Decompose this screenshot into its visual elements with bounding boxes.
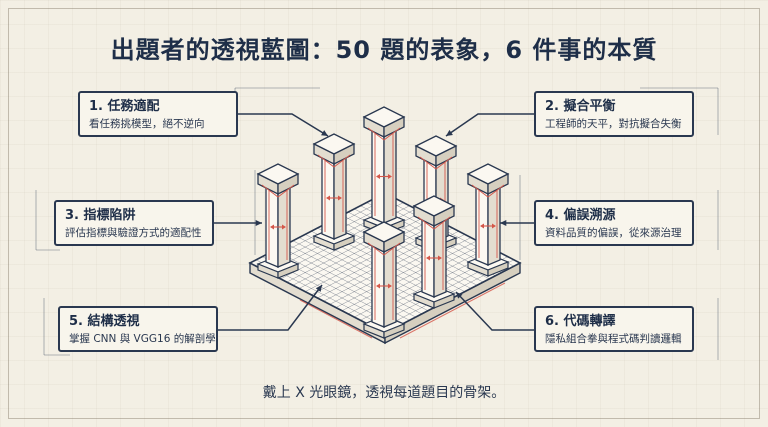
pillar-shaft-right [277,183,291,268]
pillar-cap-accent [317,154,335,168]
dimension-line [299,299,373,339]
box-title: 3. 指標陷阱 [65,208,136,223]
pillar-cap-accent [435,156,453,170]
pillar-measure-arrow [388,174,392,179]
leader-4-arrow [500,219,507,227]
pillar-cap-right [435,144,457,168]
pillar-cap-right [383,230,405,254]
box-title: 5. 結構透視 [69,314,140,329]
dimension-line [399,282,506,339]
pillar [466,163,510,277]
pillar-measure-arrow [376,174,380,179]
pillar-measure-arrow [388,283,392,289]
pillar-measure-arrow [492,223,496,229]
pillar-measure-arrow [480,223,484,229]
box-title: 4. 偏誤溯源 [545,208,616,223]
leader-lines [214,113,534,331]
grid-line [348,243,484,315]
pillar-measure-arrow [426,255,430,261]
pillar-cap-right [277,172,299,196]
pillar-cap-accent [367,242,385,256]
page-frame [8,8,760,419]
pillar-cap-right [383,115,405,139]
pillar [256,163,300,279]
pillar-cap-accent [487,184,505,198]
leader-6-arrow [456,292,463,299]
caption: 戴上 X 光眼鏡，透視每道題目的骨架。 [262,385,506,401]
pillar-measure-arrow [338,195,342,201]
box-subtitle: 資料品質的偏誤，從來源治理 [545,227,682,239]
leader-5-arrow [315,285,322,292]
pillar-shaft-right [333,153,347,240]
pillar-base-right [433,293,455,309]
box-subtitle: 工程師的天平，對抗擬合失衡 [545,118,682,130]
pillar-base-right [333,235,355,251]
pillar-base-right [487,261,509,277]
leader-1-arrow [321,130,328,136]
concept-box-fit-balance: 2. 擬合平衡 工程師的天平，對抗擬合失衡 [534,91,694,137]
leader-5 [218,284,323,331]
pillar-cap-accent [383,242,401,256]
grid-line [335,218,472,289]
concept-box-metric-trap: 3. 指標陷阱 評估指標與驗證方式的適配性 [54,200,214,246]
box-subtitle: 隱私組合拳與程式碼判讀邏輯 [545,333,682,345]
pillar-cap-accent [277,184,295,198]
concept-box-bias-source: 4. 偏誤溯源 資料品質的偏誤，從來源治理 [534,200,694,246]
pillar-measure-arrow [282,224,286,230]
leader-6 [455,291,534,331]
grid-line [335,237,472,308]
box-subtitle: 看任務挑模型，絕不逆向 [89,118,205,130]
pillar-cap-accent [433,216,451,230]
pillar-measure-arrow [270,224,274,230]
page-title: 出題者的透視藍圖：50 題的表象，6 件事的本質 [110,36,658,64]
pillar-shaft-left [265,183,279,268]
leader-2 [445,113,534,137]
pillar [362,221,406,339]
pillar [312,133,356,251]
box-title: 2. 擬合平衡 [545,99,616,114]
pillar-shaft-right [383,241,397,328]
concept-box-task-fit: 1. 任務適配 看任務挑模型，絕不逆向 [78,91,238,137]
leader-3-arrow [255,219,262,227]
pillar-shaft-left [371,126,385,224]
pillar-cap-accent [383,127,401,141]
pillar-shaft-right [383,126,397,224]
pillar-cap-accent [417,216,435,230]
pillar-cap-accent [333,154,351,168]
leader-1 [238,113,329,137]
pillar-cap-right [433,204,455,228]
box-subtitle: 評估指標與驗證方式的適配性 [65,227,202,239]
pillar-cap-accent [419,156,437,170]
pillar-cap-accent [471,184,489,198]
grid-line [341,215,478,286]
pillar-cap-right [333,142,355,166]
pillar-measure-arrow [438,255,442,261]
pillar-shaft-left [371,241,385,328]
box-title: 1. 任務適配 [89,99,160,114]
pillar [362,106,406,235]
pillar-cap-accent [367,127,385,141]
pillar-base-right [277,263,299,279]
pillars-group [256,106,510,339]
pillar-shaft-left [321,153,335,240]
box-subtitle: 掌握 CNN 與 VGG16 的解剖學 [69,333,216,345]
pillar-cap-accent [261,184,279,198]
concept-box-structure: 5. 結構透視 掌握 CNN 與 VGG16 的解剖學 [58,306,218,352]
grid-line [341,240,478,311]
pillar-cap-right [487,172,509,196]
pillar [412,195,456,309]
pillar-base-right [383,323,405,339]
leader-2-arrow [446,129,453,136]
box-title: 6. 代碼轉譯 [545,314,616,329]
pillar-measure-arrow [326,195,330,201]
concept-box-code: 6. 代碼轉譯 隱私組合拳與程式碼判讀邏輯 [534,306,694,352]
pillar-measure-arrow [376,283,380,289]
